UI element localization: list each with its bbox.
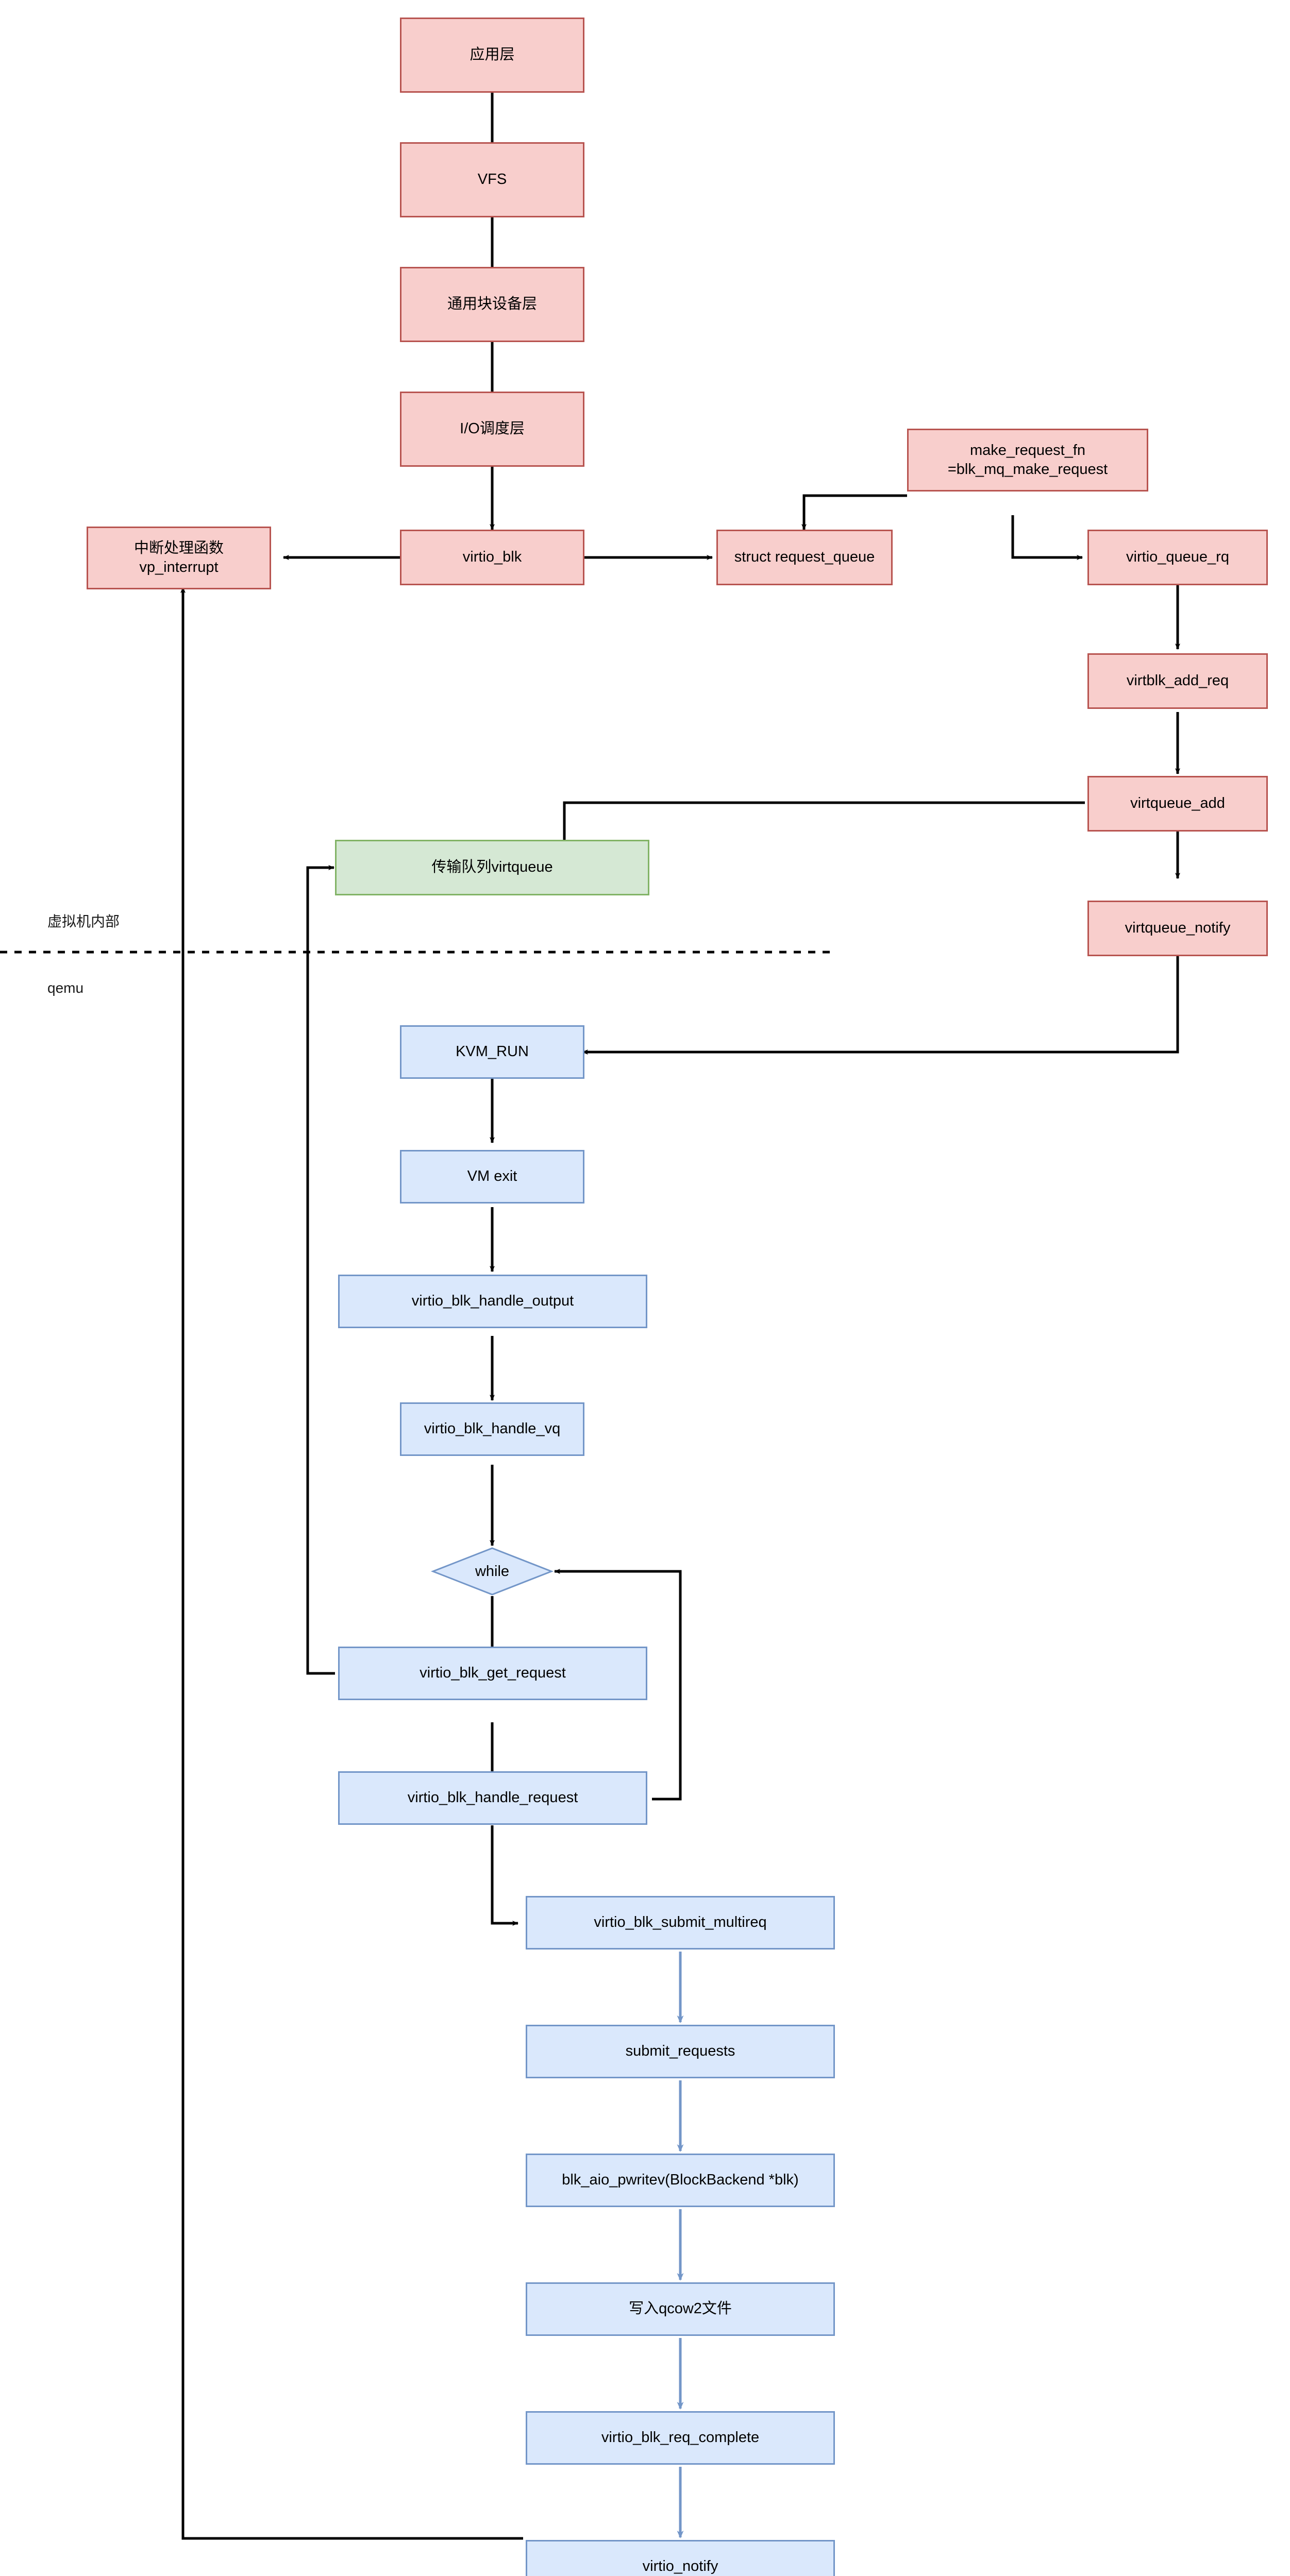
node-virtio-blk[interactable]: virtio_blk <box>400 530 584 585</box>
node-label: 传输队列virtqueue <box>431 859 553 876</box>
node-label: virtio_blk_handle_request <box>407 1789 578 1806</box>
node-virtio-blk-req-complete[interactable]: virtio_blk_req_complete <box>526 2411 835 2465</box>
node-io-scheduler-layer[interactable]: I/O调度层 <box>400 392 584 467</box>
node-vp-interrupt[interactable]: 中断处理函数 vp_interrupt <box>87 527 271 589</box>
node-virtio-queue-rq[interactable]: virtio_queue_rq <box>1087 530 1268 585</box>
node-label: virtio_blk_handle_vq <box>424 1420 561 1437</box>
node-label: KVM_RUN <box>456 1043 529 1060</box>
node-virtio-blk-handle-output[interactable]: virtio_blk_handle_output <box>338 1275 647 1328</box>
node-label: make_request_fn =blk_mq_make_request <box>947 442 1108 478</box>
node-label: 中断处理函数 vp_interrupt <box>133 539 224 575</box>
node-label: 通用块设备层 <box>447 296 537 313</box>
node-virtio-blk-handle-vq[interactable]: virtio_blk_handle_vq <box>400 1402 584 1456</box>
node-virtqueue[interactable]: 传输队列virtqueue <box>335 840 649 895</box>
node-label: virtio_blk_req_complete <box>601 2429 760 2446</box>
node-virtio-notify[interactable]: virtio_notify <box>526 2540 835 2576</box>
label-vm-internal: 虚拟机内部 <box>47 910 120 931</box>
node-label: virtqueue_add <box>1130 795 1225 812</box>
node-virtio-blk-get-request[interactable]: virtio_blk_get_request <box>338 1647 647 1700</box>
node-label: struct request_queue <box>734 549 875 566</box>
node-while-decision[interactable]: while <box>433 1548 551 1596</box>
node-label: while <box>475 1563 510 1580</box>
node-kvm-run[interactable]: KVM_RUN <box>400 1025 584 1079</box>
node-label: submit_requests <box>625 2043 735 2060</box>
vm-internal-text: 虚拟机内部 <box>47 913 120 929</box>
node-virtqueue-notify[interactable]: virtqueue_notify <box>1087 901 1268 956</box>
node-app-layer[interactable]: 应用层 <box>400 18 584 93</box>
node-label: virtblk_add_req <box>1126 672 1229 689</box>
node-label: 写入qcow2文件 <box>629 2300 732 2317</box>
node-struct-request-queue[interactable]: struct request_queue <box>716 530 893 585</box>
node-label: blk_aio_pwritev(BlockBackend *blk) <box>562 2172 799 2189</box>
node-label: virtio_blk_submit_multireq <box>594 1914 767 1931</box>
while-diamond-shape <box>430 1547 554 1596</box>
node-label: virtio_queue_rq <box>1126 549 1229 566</box>
node-vfs[interactable]: VFS <box>400 142 584 217</box>
node-generic-block-layer[interactable]: 通用块设备层 <box>400 267 584 342</box>
node-make-request-fn[interactable]: make_request_fn =blk_mq_make_request <box>907 429 1148 492</box>
node-write-qcow2-file[interactable]: 写入qcow2文件 <box>526 2282 835 2336</box>
node-virtblk-add-req[interactable]: virtblk_add_req <box>1087 653 1268 709</box>
node-label: virtio_notify <box>642 2558 718 2575</box>
node-label: 应用层 <box>470 46 515 63</box>
node-label: virtio_blk_handle_output <box>411 1293 574 1310</box>
node-blk-aio-pwritev[interactable]: blk_aio_pwritev(BlockBackend *blk) <box>526 2154 835 2207</box>
qemu-text: qemu <box>47 980 84 996</box>
node-vm-exit[interactable]: VM exit <box>400 1150 584 1204</box>
label-qemu: qemu <box>47 980 83 996</box>
node-label: virtio_blk_get_request <box>420 1665 566 1682</box>
node-label: VFS <box>477 171 507 188</box>
node-virtio-blk-submit-multireq[interactable]: virtio_blk_submit_multireq <box>526 1896 835 1950</box>
node-label: virtio_blk <box>462 549 522 566</box>
node-label: virtqueue_notify <box>1125 920 1231 937</box>
node-virtqueue-add[interactable]: virtqueue_add <box>1087 776 1268 832</box>
node-virtio-blk-handle-request[interactable]: virtio_blk_handle_request <box>338 1771 647 1825</box>
node-label: VM exit <box>467 1168 517 1185</box>
node-label: I/O调度层 <box>460 420 525 437</box>
node-submit-requests[interactable]: submit_requests <box>526 2025 835 2078</box>
